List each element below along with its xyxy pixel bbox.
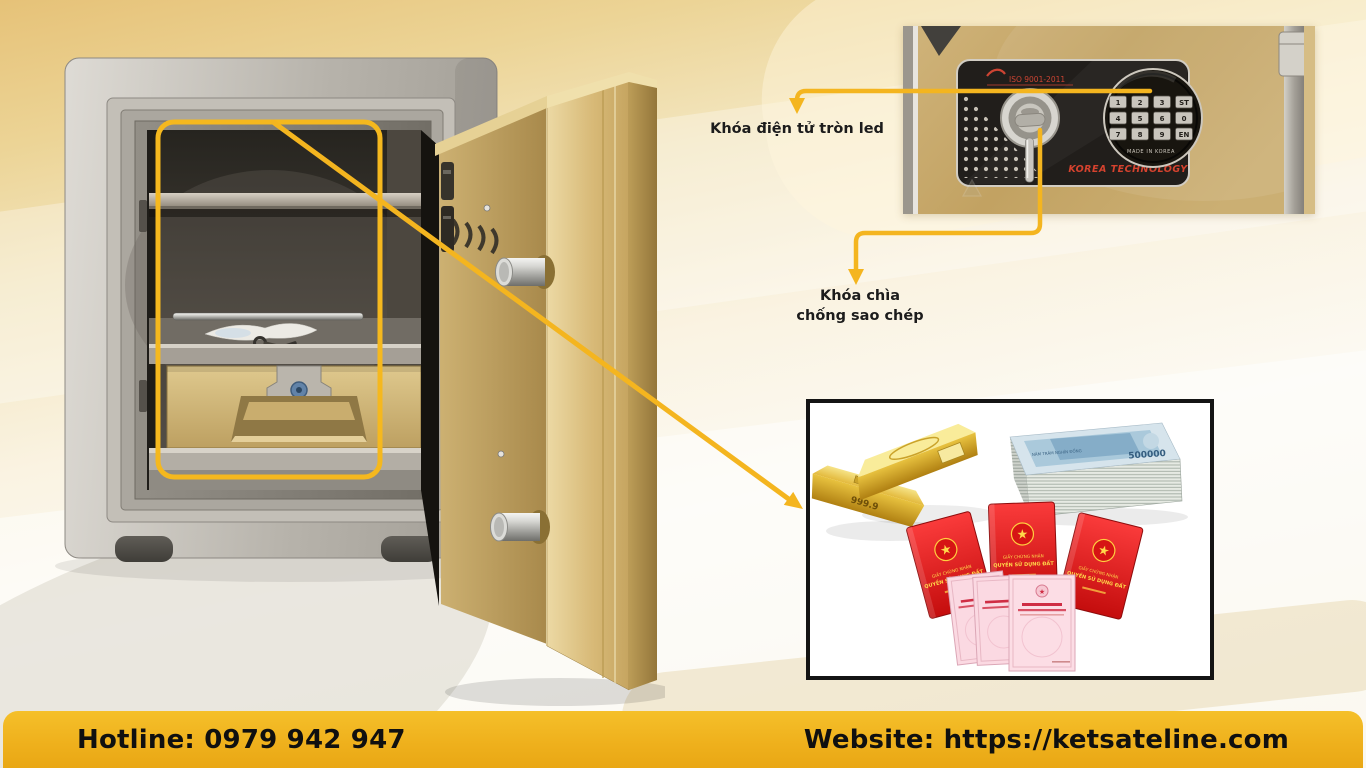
door-top xyxy=(547,72,657,108)
svg-text:5: 5 xyxy=(1138,115,1143,123)
safe-door-open xyxy=(421,72,657,691)
svg-text:9: 9 xyxy=(1160,131,1165,139)
svg-text:★: ★ xyxy=(1016,527,1028,542)
svg-text:★: ★ xyxy=(1039,588,1045,596)
iso-logo xyxy=(986,68,1006,77)
svg-text:6: 6 xyxy=(1160,115,1165,123)
made-in-label: MADE IN KOREA xyxy=(1127,149,1175,155)
key-shaft xyxy=(1025,137,1034,183)
svg-text:1: 1 xyxy=(1116,99,1121,107)
safe-foot xyxy=(115,536,173,562)
screw xyxy=(483,204,491,212)
contact-bar: Hotline: 0979 942 947 Website: https://k… xyxy=(3,711,1363,768)
svg-text:GIẤY CHỨNG NHẬN: GIẤY CHỨNG NHẬN xyxy=(1003,553,1044,559)
iso-label: ISO 9001-2011 xyxy=(1009,75,1065,84)
door-inner-face xyxy=(439,102,547,644)
key-lock-label-line2: chống sao chép xyxy=(796,308,924,324)
drawer xyxy=(149,365,422,490)
red-book: ★ GIẤY CHỨNG NHẬN QUYỀN SỬ DỤNG ĐẤT xyxy=(1056,512,1144,620)
screw xyxy=(497,450,505,458)
banknote-value: 500000 xyxy=(1128,449,1166,462)
hotline-text: Hotline: 0979 942 947 xyxy=(77,724,406,755)
door-edge xyxy=(629,78,657,690)
door-hinge xyxy=(1278,26,1315,214)
safe-photo-svg xyxy=(55,57,675,706)
red-book: ★ GIẤY CHỨNG NHẬN QUYỀN SỬ DỤNG ĐẤT xyxy=(987,501,1059,599)
door-bolt xyxy=(495,255,555,289)
interior-floor xyxy=(149,312,421,364)
safe-photo xyxy=(55,50,675,710)
door-slot xyxy=(441,162,454,200)
electronic-lock-label: Khóa điện tử tròn led xyxy=(710,121,884,137)
svg-text:★: ★ xyxy=(1096,543,1111,560)
door-slot xyxy=(441,206,454,252)
svg-text:ST: ST xyxy=(1179,99,1189,107)
svg-text:QUYỀN SỬ DỤNG ĐẤT: QUYỀN SỬ DỤNG ĐẤT xyxy=(993,558,1054,569)
lock-closeup-photo: ISO 9001-2011 KOREA TECHNOLOGY xyxy=(903,0,1366,214)
valuables-svg: 999.9 500000 NĂM TRĂM NGHÌN ĐỒNG xyxy=(811,422,1188,672)
gold-bar xyxy=(857,423,978,501)
svg-text:EN: EN xyxy=(1179,131,1190,139)
keypad: 1 2 3 ST 4 5 6 0 7 8 9 EN MADE IN KOREA xyxy=(1103,68,1203,168)
lock-closeup-svg: ISO 9001-2011 KOREA TECHNOLOGY xyxy=(903,0,1366,214)
website-link[interactable]: Website: https://ketsateline.com xyxy=(803,724,1289,755)
svg-text:7: 7 xyxy=(1116,131,1121,139)
chrome-rail xyxy=(172,312,364,321)
pink-certificates: ★ xyxy=(946,570,1076,672)
safe-interior xyxy=(125,130,422,490)
key-head xyxy=(1014,112,1046,128)
svg-text:8: 8 xyxy=(1138,131,1143,139)
key-lock-label: Khóa chìa chống sao chép xyxy=(760,286,960,326)
shelf xyxy=(149,193,421,217)
svg-text:0: 0 xyxy=(1182,115,1187,123)
safe-foot xyxy=(381,536,439,562)
safe-body-edge xyxy=(903,26,913,214)
drawer-handle xyxy=(231,396,367,442)
key-lock-label-line1: Khóa chìa xyxy=(819,288,901,304)
brand-label: KOREA TECHNOLOGY xyxy=(1068,164,1188,175)
door-shadow xyxy=(445,678,675,706)
svg-text:★: ★ xyxy=(939,542,954,560)
door-bolt xyxy=(490,510,550,544)
svg-text:3: 3 xyxy=(1160,99,1165,107)
red-books: ★ GIẤY CHỨNG NHẬN QUYỀN SỬ DỤNG ĐẤT ★ GI… xyxy=(905,501,1144,620)
svg-text:4: 4 xyxy=(1116,115,1121,123)
pink-certificate: ★ xyxy=(1008,574,1076,672)
banknote-stack: 500000 NĂM TRĂM NGHÌN ĐỒNG xyxy=(1009,422,1188,526)
valuables-photo: 999.9 500000 NĂM TRĂM NGHÌN ĐỒNG xyxy=(806,399,1214,680)
corner-label xyxy=(921,26,961,56)
svg-text:2: 2 xyxy=(1138,99,1143,107)
banknote-text: NĂM TRĂM NGHÌN ĐỒNG xyxy=(1032,448,1082,457)
door-front-face xyxy=(546,77,630,691)
